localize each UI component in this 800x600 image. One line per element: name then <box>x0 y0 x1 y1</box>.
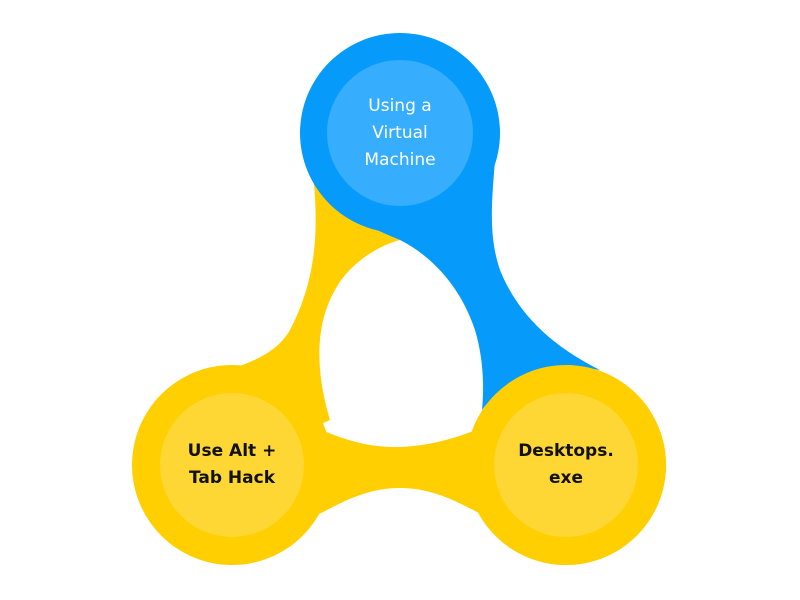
bottom-bridge-connector <box>280 420 520 530</box>
node-desktops-exe[interactable]: Desktops. exe <box>518 441 614 488</box>
left-node-inner <box>160 393 304 537</box>
top-node-inner <box>327 60 473 206</box>
node-alt-tab-hack[interactable]: Use Alt + Tab Hack <box>187 441 277 488</box>
right-node-inner <box>494 393 638 537</box>
node-using-virtual-machine[interactable]: Using a Virtual Machine <box>364 95 436 170</box>
